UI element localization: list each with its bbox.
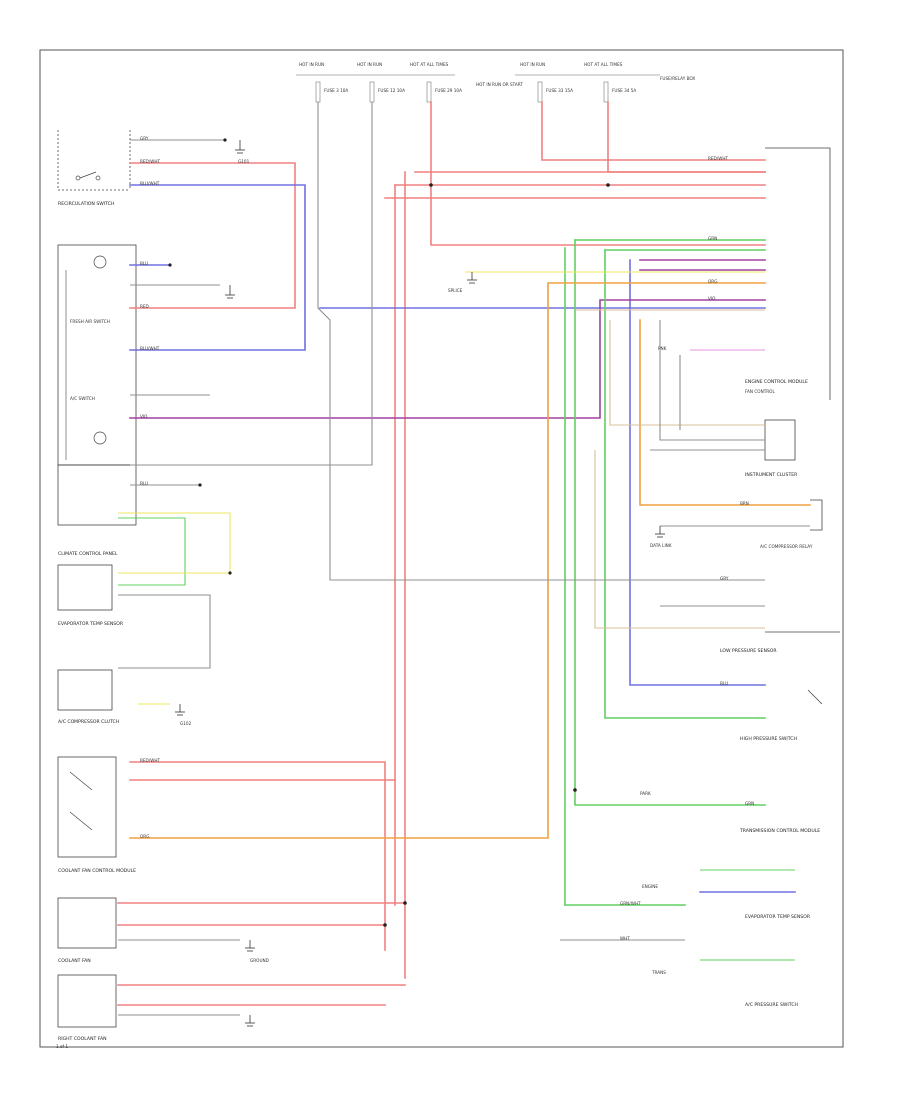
fuse-label-4: FUSE 33 15A [546,88,573,93]
fan-control-label: FAN CONTROL [745,389,775,394]
splice-label: SPLICE [448,288,463,293]
wire-label: BLU/WHT [140,181,160,186]
fan-control-unit-label: COOLANT FAN CONTROL MODULE [58,868,136,874]
fuse-label-5: FUSE 34 5A [612,88,636,93]
wire-label: VIO [708,296,716,301]
ac-switch-label: A/C SWITCH [70,396,95,401]
evap-temp-label: EVAPORATOR TEMP SENSOR [58,621,124,627]
page-number: 1 of 1 [56,1044,68,1049]
ic-label: INSTRUMENT CLUSTER [745,472,798,478]
top-fuse-label-3: HOT AT ALL TIMES [410,62,449,67]
fuse-label-1: FUSE 3 10A [324,88,348,93]
eng-label: ENGINE [642,884,658,889]
right-components: ENGINE CONTROL MODULE FAN CONTROL INSTRU… [642,147,840,1008]
top-fuse-label-2: HOT IN RUN [357,62,382,67]
top-fuse-label-1: HOT IN RUN [299,62,324,67]
ground-symbol [245,1015,255,1027]
evap-temp-right-label: EVAPORATOR TEMP SENSOR [745,914,811,920]
wire-label: PNK [658,346,667,351]
fuse-label-2: FUSE 12 10A [378,88,405,93]
tcm-label: TRANSMISSION CONTROL MODULE [739,828,820,834]
wire-label: WHT [620,936,630,941]
ac-press-switch-label: A/C PRESSURE SWITCH [745,1002,798,1008]
power-sources: HOT IN RUN HOT IN RUN HOT AT ALL TIMES H… [296,62,695,103]
eng-control-label: ENGINE CONTROL MODULE [745,379,808,385]
ground-ref-label: G101 [238,159,250,164]
ground-symbol [175,704,185,716]
ground-ref-label: G102 [180,721,192,726]
wire-label: GRN [745,801,754,806]
wire-label: GRN/WHT [620,901,641,906]
wire-label: GRN [708,236,717,241]
high-pressure-label: HIGH PRESSURE SWITCH [740,736,797,742]
wire-label: RED/WHT [140,159,160,164]
fuse-label-3: FUSE 29 10A [435,88,462,93]
coolant-fan-label: COOLANT FAN [58,958,91,964]
wire-label: RED/WHT [708,156,728,161]
top-fuse-label-5: HOT AT ALL TIMES [584,62,623,67]
ground-symbol [467,272,477,284]
ac-relay-label: A/C COMPRESSOR RELAY [760,544,813,549]
trans-label: TRANS [651,970,666,975]
ground-symbol [225,285,235,299]
ground-symbol [245,940,255,952]
wires [117,101,811,1016]
wire-label: BLU [140,481,148,486]
dist-label: DATA LINK [650,543,672,548]
wire-label: GRY [720,576,729,581]
climate-panel-label: CLIMATE CONTROL PANEL [58,551,118,557]
left-components: RECIRCULATION SWITCH FRESH AIR SWITCH A/… [57,130,137,1042]
wire-label: VIO [140,414,148,419]
recirc-switch-label: RECIRCULATION SWITCH [58,201,114,207]
low-pressure-label: LOW PRESSURE SENSOR [720,648,777,654]
wire-label: RED [140,304,149,309]
wire-label: BRN [740,501,749,506]
wire-label: ORG [140,834,149,839]
diagram-frame [39,49,844,1048]
ground-symbol [235,140,245,154]
grounds: G101 G102 GROUND SPLICE [175,140,672,1027]
fresh-air-switch-label: FRESH AIR SWITCH [70,319,110,324]
ground-ref-label: GROUND [250,958,269,963]
compressor-label: A/C COMPRESSOR CLUTCH [58,719,119,725]
ground-symbol [655,526,665,538]
top-fuse-label-4: HOT IN RUN [520,62,545,67]
hot-note: HOT IN RUN OR START [476,82,523,87]
wire-label: RED/WHT [140,758,160,763]
wire-label: BLU [140,261,148,266]
splices [168,138,610,927]
fuse-box-ref: FUSE/RELAY BOX [660,76,695,81]
wire-label: BLU [720,681,728,686]
wire-labels: GRY RED/WHT BLU/WHT BLU RED BLU/WHT VIO … [140,136,754,941]
wire-label: ORG [708,279,717,284]
right-coolant-fan-label: RIGHT COOLANT FAN [58,1036,107,1042]
park-label: PARK [640,791,651,796]
wire-label: BLU/WHT [140,346,160,351]
wire-label: GRY [140,136,149,141]
